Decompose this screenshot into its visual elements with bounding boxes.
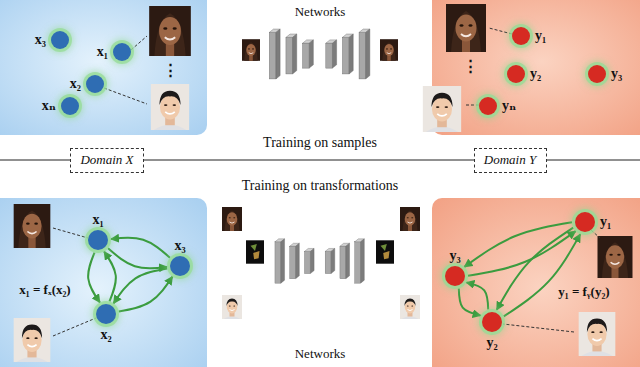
- point-label: y₂: [486, 335, 497, 350]
- face-image: [14, 204, 51, 248]
- transformation-arrow: [459, 288, 481, 315]
- point-label: x₁: [97, 44, 108, 59]
- sample-point: y₂: [482, 312, 502, 332]
- ellipsis-mark: ⋮: [163, 61, 178, 79]
- transform-equation: x₁ = fₓ(x₂): [19, 283, 70, 298]
- domain-box: Domain X: [70, 148, 144, 173]
- leader-line: [503, 324, 574, 332]
- sample-point: x₂: [96, 304, 116, 324]
- transform-equation: y₁ = fᵧ(y₂): [558, 285, 609, 300]
- sample-point: y₁: [575, 212, 595, 232]
- leader-line: [489, 28, 512, 34]
- transform-image: [246, 240, 264, 263]
- network-caption: Networks: [295, 347, 346, 362]
- leader-line: [53, 228, 88, 238]
- transformation-arrow: [114, 269, 168, 304]
- sample-point: x₁: [113, 43, 131, 61]
- transformation-arrow: [504, 234, 581, 316]
- transformation-arrow: [119, 277, 173, 312]
- input-image: [242, 39, 260, 61]
- sample-point: y₃: [588, 65, 606, 83]
- point-label: y₃: [449, 248, 460, 263]
- domain-box: Domain Y: [474, 148, 547, 173]
- point-label: x₃: [174, 238, 185, 253]
- face-image: [579, 312, 616, 356]
- domain-label: Domain Y: [484, 153, 536, 167]
- point-label: y₃: [611, 66, 622, 81]
- section-heading: Training on samples: [263, 135, 377, 151]
- sample-point: x₁: [88, 230, 108, 250]
- sample-point: xₙ: [61, 97, 79, 115]
- sample-point: x₂: [86, 75, 104, 93]
- network-caption: Networks: [295, 5, 346, 20]
- output-image: [380, 39, 398, 61]
- point-label: x₂: [100, 327, 111, 342]
- face-image: [598, 236, 633, 278]
- point-label: x₁: [92, 212, 103, 227]
- sample-point: x₃: [51, 31, 69, 49]
- input-image: [222, 295, 242, 319]
- point-label: y₁: [535, 28, 546, 43]
- sample-point: x₃: [170, 256, 190, 276]
- domain-label: Domain X: [80, 153, 133, 167]
- transform-image: [376, 240, 394, 263]
- input-image: [222, 207, 242, 231]
- transformation-arrow: [108, 248, 167, 268]
- domain-panel: [0, 0, 207, 135]
- point-label: y₂: [530, 66, 541, 81]
- network-illustration: [269, 29, 370, 79]
- point-label: xₙ: [42, 98, 56, 113]
- face-image: [151, 84, 189, 130]
- sample-point: y₁: [512, 27, 530, 45]
- transformation-arrow: [468, 231, 576, 276]
- point-label: yₙ: [502, 98, 516, 113]
- transformation-arrow: [111, 238, 170, 258]
- sample-point: yₙ: [479, 97, 497, 115]
- output-image: [400, 207, 420, 231]
- face-image: [149, 6, 191, 56]
- output-image: [400, 295, 420, 319]
- section-heading: Training on transformations: [242, 178, 399, 194]
- leader-line: [591, 230, 600, 238]
- ellipsis-mark: ⋮: [463, 57, 478, 75]
- leader-line: [465, 105, 479, 106]
- point-label: x₂: [70, 76, 81, 91]
- leader-line: [131, 36, 147, 50]
- transformation-arrow: [104, 251, 116, 301]
- transformation-arrow: [466, 282, 488, 309]
- leader-line: [53, 318, 96, 336]
- network-illustration: [275, 239, 364, 283]
- domain-panel: [432, 198, 640, 367]
- face-image: [14, 318, 51, 362]
- domain-panel: [0, 198, 207, 367]
- face-image: [446, 4, 486, 52]
- face-image: [423, 86, 461, 132]
- transformation-arrow: [88, 253, 100, 303]
- sample-point: y₂: [507, 65, 525, 83]
- point-label: x₃: [35, 32, 46, 47]
- point-label: y₁: [600, 214, 611, 229]
- sample-point: y₃: [445, 266, 465, 286]
- domain-panel: [432, 0, 640, 135]
- leader-line: [104, 88, 147, 104]
